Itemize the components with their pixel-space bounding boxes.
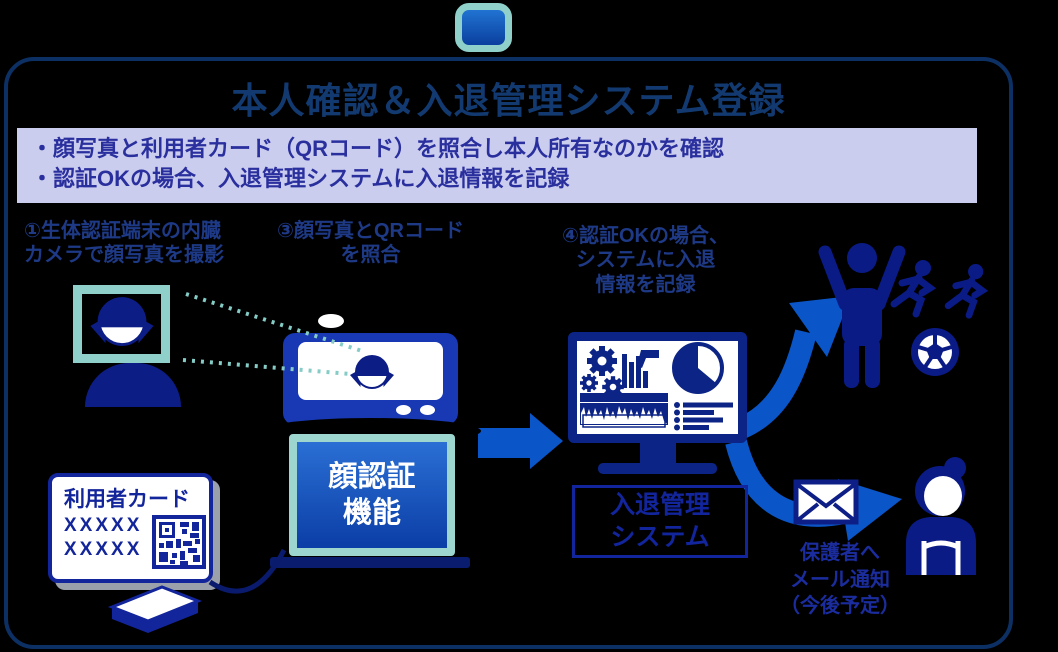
- card-title: 利用者カード: [64, 488, 190, 511]
- summary-line-2: ・認証OKの場合、入退管理システムに入退情報を記録: [31, 166, 570, 192]
- slide-marker-icon: [455, 3, 512, 52]
- diagram-border-frame: [4, 57, 1013, 649]
- step3-line-1: ③顔写真とQRコード: [277, 220, 464, 242]
- arrow-right-icon: [478, 413, 563, 469]
- step1-line-2: カメラで顔写真を撮影: [24, 244, 224, 267]
- step4-line-3: 情報を記録: [595, 273, 696, 296]
- system-box-label-1: 入退管理: [609, 491, 710, 520]
- step4-line-2: システムに入退: [575, 249, 716, 272]
- entry-exit-system-box: 入退管理 システム: [572, 485, 748, 558]
- monitor-stand: [640, 443, 676, 465]
- card-reader-icon: [107, 585, 203, 633]
- mail-note-line-1: 保護者へ: [800, 542, 880, 564]
- mail-note-label: 保護者へ メール通知 （今後予定）: [765, 540, 915, 620]
- dashboard-graphics: [580, 342, 733, 431]
- guardian-icon: [906, 457, 976, 575]
- face-auth-label-2: 機能: [342, 497, 401, 529]
- step4-label: ④認証OKの場合、 システムに入退 情報を記録: [543, 224, 748, 297]
- gear-icon: [580, 374, 598, 392]
- curved-arrow-up-icon: [737, 296, 851, 439]
- photo-frame-icon: [73, 285, 170, 363]
- step1-line-1: ①生体認証端末の内臓: [24, 220, 221, 242]
- monitor-base: [598, 463, 717, 474]
- chart-flag-icon: [637, 350, 659, 368]
- terminal-led-icon: [396, 405, 411, 415]
- list-icon: [674, 402, 733, 431]
- summary-box: ・顔写真と利用者カード（QRコード）を照合し本人所有なのかを確認 ・認証OKの場…: [17, 128, 977, 203]
- terminal-face-icon: [346, 350, 398, 396]
- card-code-line-1: XXXXX: [64, 515, 143, 536]
- step4-line-1: ④認証OKの場合、: [562, 225, 729, 247]
- mail-note-line-2: メール通知: [790, 568, 890, 591]
- gear-icon: [587, 346, 617, 376]
- face-auth-function-box: 顔認証 機能: [289, 434, 455, 556]
- soccer-ball-icon: [911, 328, 959, 376]
- pie-chart-icon: [672, 342, 724, 394]
- page-title: 本人確認＆入退管理システム登録: [231, 80, 786, 121]
- face-auth-label-1: 顔認証: [328, 460, 416, 493]
- mail-note-line-3: （今後予定）: [780, 595, 900, 618]
- step1-label: ①生体認証端末の内臓 カメラで顔写真を撮影: [24, 219, 269, 268]
- envelope-icon: [793, 479, 859, 525]
- runners-icon: [888, 255, 1013, 330]
- cheering-person-icon: [818, 243, 906, 388]
- girl-face-icon: [86, 290, 158, 356]
- step3-label: ③顔写真とQRコード を照合: [258, 219, 483, 268]
- waveform-icon: [580, 393, 668, 428]
- system-box-label-2: システム: [610, 522, 710, 551]
- terminal-led-icon: [420, 405, 435, 415]
- terminal-camera-icon: [318, 314, 344, 328]
- summary-line-1: ・顔写真と利用者カード（QRコード）を照合し本人所有なのかを確認: [31, 136, 725, 161]
- qr-code-icon: [152, 515, 206, 569]
- terminal-base: [270, 557, 470, 568]
- bar-chart-icon: [622, 350, 659, 388]
- step3-line-2: を照合: [340, 244, 401, 267]
- card-code-line-2: XXXXX: [64, 539, 143, 560]
- user-card-icon: 利用者カード XXXXX XXXXX: [48, 473, 213, 583]
